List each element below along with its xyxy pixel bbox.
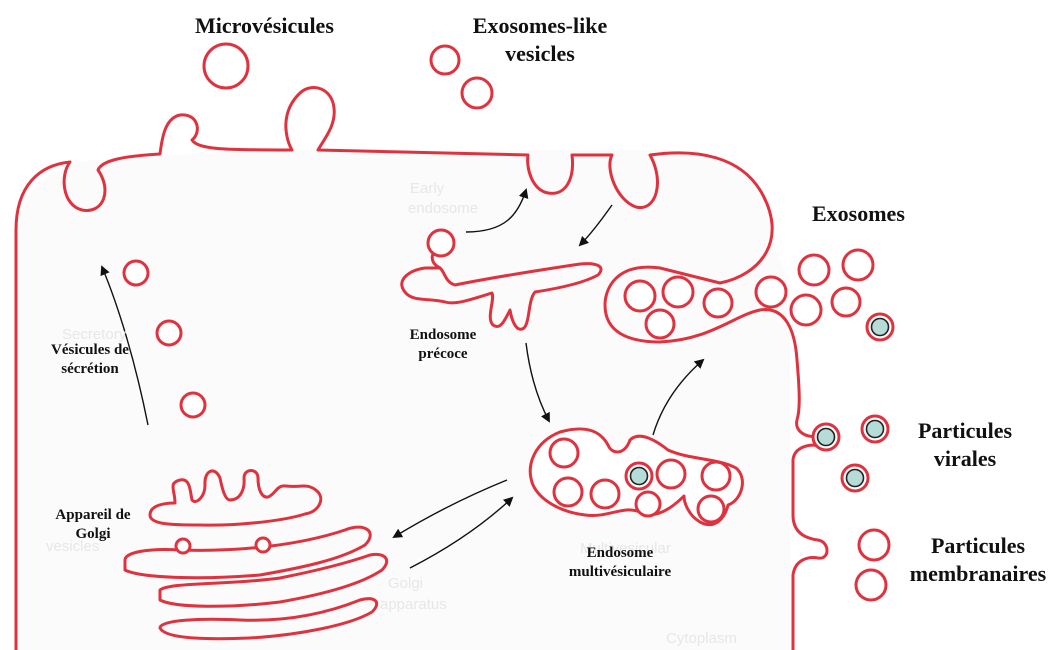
- exosome: [830, 286, 862, 318]
- arrow-recycling-out: [578, 204, 613, 247]
- label-particules-membranaires-line1: Particules: [930, 533, 1026, 558]
- exosome-like-vesicle: [429, 44, 461, 76]
- arrow-early-to-mvb: [525, 342, 550, 423]
- exosome: [789, 293, 823, 327]
- plasma-membrane: [14, 86, 774, 650]
- intraluminal-vesicle: [702, 287, 734, 319]
- golgi-cisterna-4: [158, 597, 379, 641]
- label-particules-virales-line2: virales: [933, 445, 997, 471]
- viral-particles: [624, 312, 895, 493]
- label-vesicules-secretion-line1: Vésicules de: [51, 342, 129, 358]
- intraluminal-vesicle: [644, 308, 676, 340]
- golgi-top-cisterna: [148, 469, 323, 527]
- faded-label-apparatus: apparatus: [380, 596, 447, 613]
- viral-particle: [840, 463, 870, 493]
- arrow-golgi-to-secretion: [100, 265, 149, 426]
- label-exosomes-like-line1: Exosomes-like: [472, 13, 608, 38]
- label-endosome-precoce-line1: Endosome: [409, 327, 477, 343]
- exosome-like-vesicle: [460, 76, 494, 110]
- faded-label-secretory: Secretory: [62, 326, 127, 343]
- intraluminal-vesicle: [661, 275, 695, 309]
- golgi-vesicle: [174, 537, 192, 555]
- secretory-vesicle: [155, 319, 183, 347]
- exosome: [797, 253, 831, 287]
- golgi-cisterna-3: [158, 552, 389, 608]
- label-particules-membranaires-line2: membranaires: [909, 560, 1047, 586]
- label-endosome-multivesiculaire: Endosome multivésiculaire: [555, 544, 685, 582]
- arrow-golgi-to-mvb: [409, 496, 514, 569]
- label-vesicules-secretion-line2: sécrétion: [61, 360, 119, 377]
- early-endosome: [400, 243, 603, 331]
- label-microvesicules: Microvésicules: [195, 13, 334, 38]
- faded-label-golgi: Golgi: [388, 575, 424, 592]
- label-appareil-golgi-line2: Golgi: [75, 525, 111, 542]
- label-appareil-golgi-line1: Appareil de: [55, 507, 131, 523]
- label-endosome-multi-line1: Endosome: [586, 545, 654, 561]
- intraluminal-vesicle: [655, 458, 687, 490]
- microvesicle: [202, 42, 250, 90]
- faded-label-cytoplasm: Cytoplasm: [666, 630, 737, 647]
- label-endosome-precoce: Endosome précoce: [388, 326, 498, 364]
- intraluminal-vesicle: [548, 437, 580, 469]
- membrane-particle: [857, 528, 891, 562]
- label-endosome-precoce-line2: précoce: [418, 345, 468, 362]
- right-plasma-membrane: [791, 443, 829, 650]
- label-exosomes-like-line2: vesicles: [505, 40, 575, 66]
- exosome: [841, 248, 875, 282]
- viral-particle: [624, 461, 654, 491]
- viral-particle: [811, 422, 841, 452]
- intraluminal-vesicle: [634, 490, 662, 518]
- exosome: [754, 275, 788, 309]
- label-endosome-multi-line2: multivésiculaire: [568, 563, 672, 580]
- golgi-vesicle: [254, 536, 272, 554]
- label-appareil-golgi: Appareil de Golgi: [38, 506, 148, 544]
- arrow-mvb-to-exosomes: [652, 358, 705, 436]
- faded-label-vesicles: vesicles: [46, 538, 100, 555]
- membrane-particle: [854, 568, 888, 602]
- label-particules-membranaires: Particules membranaires: [898, 532, 1058, 587]
- arrow-mvb-to-golgi: [392, 479, 508, 539]
- label-exosomes: Exosomes: [812, 201, 905, 226]
- label-vesicules-secretion: Vésicules de sécrétion: [30, 341, 150, 379]
- intraluminal-vesicle: [552, 476, 584, 508]
- early-endosome-bud: [426, 228, 456, 258]
- viral-particle: [865, 312, 895, 342]
- viral-particle: [860, 414, 890, 444]
- intraluminal-vesicle: [700, 460, 732, 492]
- faded-label-multivesicular: Multivesicular: [580, 540, 671, 557]
- label-particules-virales: Particules virales: [900, 417, 1030, 472]
- faded-label-endosome: endosome: [408, 200, 479, 217]
- label-exosomes-like: Exosomes-like vesicles: [440, 12, 640, 67]
- intraluminal-vesicle: [589, 478, 621, 510]
- intraluminal-vesicle: [696, 494, 726, 524]
- arrow-endocytosis-in: [465, 188, 529, 233]
- intraluminal-vesicle: [623, 279, 657, 313]
- secretory-vesicle: [122, 259, 150, 287]
- secretory-vesicle: [179, 391, 207, 419]
- faded-label-early: Early: [410, 180, 445, 197]
- label-particules-virales-line1: Particules: [917, 418, 1013, 443]
- exosome-release-membrane: [603, 265, 817, 438]
